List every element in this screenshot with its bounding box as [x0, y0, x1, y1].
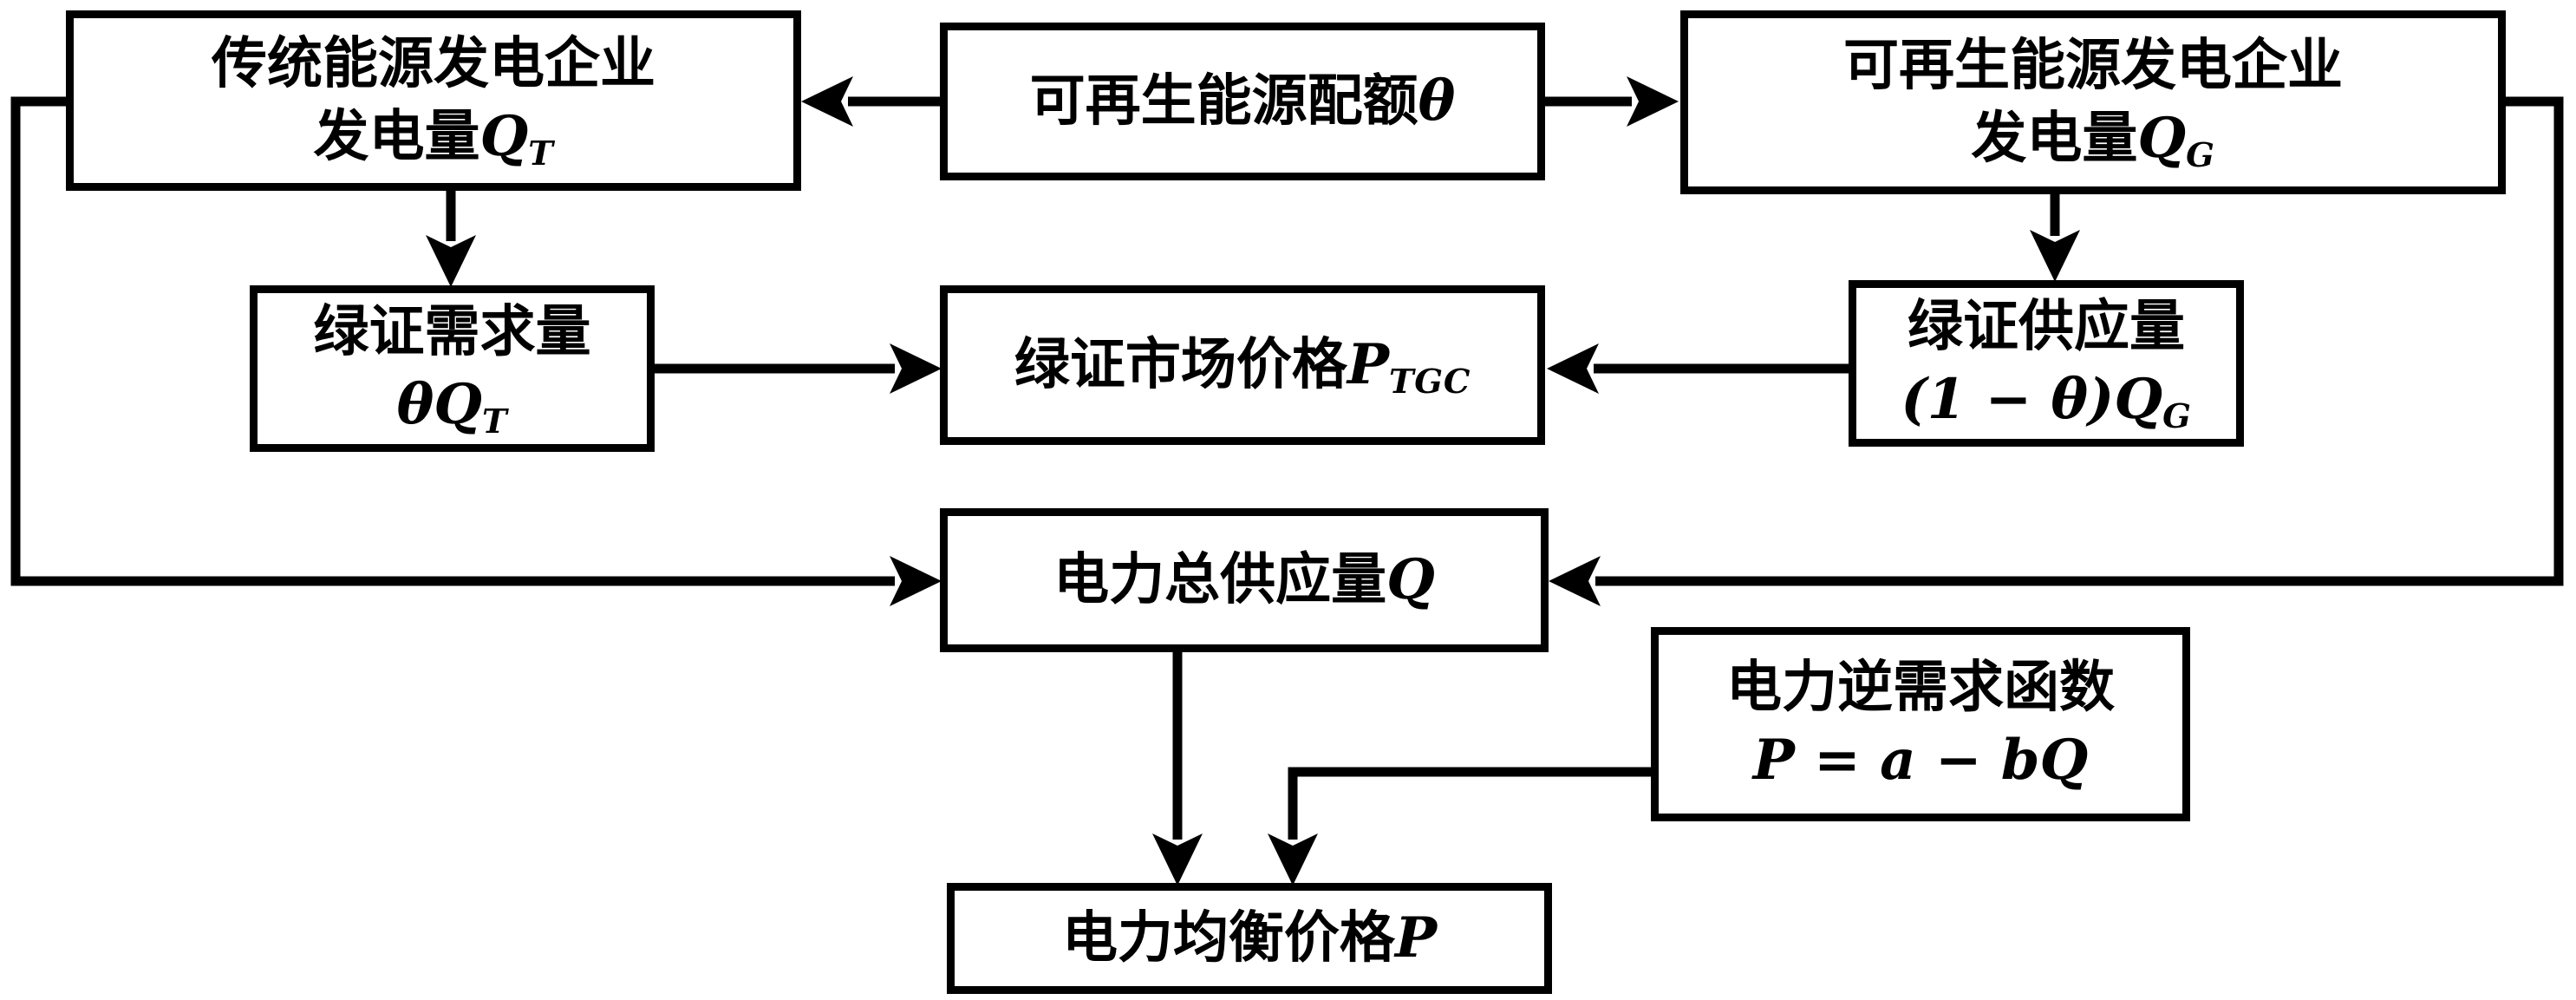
math-symbol: P — [1395, 905, 1437, 971]
label-text: 发电量 — [1971, 107, 2138, 171]
box-inverse-demand-function: 电力逆需求函数 P = a − bQ — [1651, 627, 2190, 821]
box-line1: 绿证市场价格PTGC — [1014, 329, 1471, 402]
arrowhead-right-icon — [890, 556, 942, 606]
label-text: 电力逆需求函数 — [1726, 655, 2115, 720]
math-var: (1 − θ)Q — [1901, 367, 2163, 432]
label-text: 电力均衡价格 — [1061, 905, 1395, 971]
box-line2: 发电量QT — [313, 101, 553, 173]
label-text: 绿证市场价格 — [1014, 332, 1347, 397]
math-subscript: TGC — [1388, 362, 1471, 402]
box-line1: 可再生能源配额θ — [1030, 65, 1456, 138]
box-renewable-energy-generation: 可再生能源发电企业 发电量QG — [1680, 10, 2506, 194]
math-subscript: T — [528, 134, 554, 173]
arrowhead-right-icon — [1627, 76, 1679, 127]
box-line1: 可再生能源发电企业 — [1843, 29, 2343, 102]
arrowhead-down-icon — [2030, 230, 2080, 282]
arrow-renewable-to-tgc-supply — [2030, 191, 2080, 282]
box-line1: 电力均衡价格P — [1062, 902, 1437, 975]
math-subscript: G — [2186, 135, 2215, 175]
arrow-line — [1595, 96, 2564, 586]
box-line2: (1 − θ)QG — [1901, 363, 2191, 436]
math-symbol: QT — [479, 104, 553, 170]
arrow-line — [1288, 767, 1656, 840]
arrow-traditional-to-tgc-demand — [426, 187, 476, 287]
math-symbol: θ — [1418, 69, 1456, 134]
label-text: 传统能源发电企业 — [212, 31, 655, 96]
arrowhead-left-icon — [801, 76, 853, 127]
math-var: θ — [1418, 68, 1456, 134]
box-green-cert-supply: 绿证供应量 (1 − θ)QG — [1849, 280, 2244, 447]
arrowhead-down-icon — [1268, 833, 1318, 886]
math-var: Q — [2137, 106, 2187, 171]
label-text: 可再生能源发电企业 — [1843, 33, 2343, 98]
math-var: θQ — [396, 372, 483, 437]
math-symbol: Q — [1386, 547, 1435, 612]
math-var: Q — [1386, 546, 1435, 612]
arrow-tgc-demand-to-tgc-price — [651, 343, 942, 394]
arrowhead-left-icon — [1547, 343, 1599, 394]
math-var: P — [1347, 331, 1389, 397]
math-var: Q — [479, 104, 529, 169]
arrow-line — [10, 96, 895, 586]
label-text: 绿证需求量 — [313, 299, 591, 364]
box-line1: 电力总供应量Q — [1053, 544, 1435, 617]
box-power-equilibrium-price: 电力均衡价格P — [947, 883, 1552, 994]
arrow-demand-fn-to-price — [1268, 767, 1656, 886]
arrow-tgc-supply-to-tgc-price — [1547, 343, 1852, 394]
box-line1: 传统能源发电企业 — [212, 28, 655, 101]
arrowhead-down-icon — [1152, 833, 1203, 886]
box-line2: P = a − bQ — [1753, 724, 2088, 797]
math-var: P — [1394, 905, 1438, 971]
math-symbol: θQT — [396, 372, 508, 438]
math-subscript: G — [2162, 396, 2192, 436]
label-text: 绿证供应量 — [1908, 294, 2185, 359]
math-subscript: T — [482, 402, 508, 441]
arrow-quota-to-traditional — [801, 76, 943, 127]
math-symbol: QG — [2137, 106, 2214, 172]
box-line2: 发电量QG — [1971, 102, 2214, 175]
box-line1: 绿证需求量 — [314, 296, 591, 369]
arrow-quota-to-renewable — [1542, 76, 1679, 127]
box-total-power-supply: 电力总供应量Q — [940, 508, 1549, 652]
label-text: 发电量 — [313, 105, 480, 169]
label-text: 电力总供应量 — [1053, 547, 1387, 612]
box-green-cert-market-price: 绿证市场价格PTGC — [940, 285, 1545, 445]
math-symbol: P = a − bQ — [1753, 728, 2088, 793]
math-symbol: (1 − θ)QG — [1901, 367, 2191, 433]
arrow-total-supply-to-price — [1152, 649, 1203, 886]
arrow-traditional-to-total-supply — [10, 96, 942, 606]
math-symbol: PTGC — [1347, 331, 1471, 398]
box-traditional-energy-generation: 传统能源发电企业 发电量QT — [66, 10, 801, 191]
box-renewable-quota: 可再生能源配额θ — [940, 23, 1545, 180]
label-text: 可再生能源配额 — [1029, 69, 1418, 134]
arrowhead-down-icon — [426, 235, 476, 287]
box-green-cert-demand: 绿证需求量 θQT — [250, 285, 655, 452]
arrowhead-right-icon — [890, 343, 942, 394]
box-line2: θQT — [397, 369, 508, 441]
box-line1: 绿证供应量 — [1908, 291, 2185, 363]
box-line1: 电力逆需求函数 — [1726, 651, 2115, 724]
arrow-renewable-to-total-supply — [1549, 96, 2564, 606]
arrowhead-left-icon — [1549, 556, 1601, 606]
math-var: P = a − bQ — [1752, 728, 2089, 793]
